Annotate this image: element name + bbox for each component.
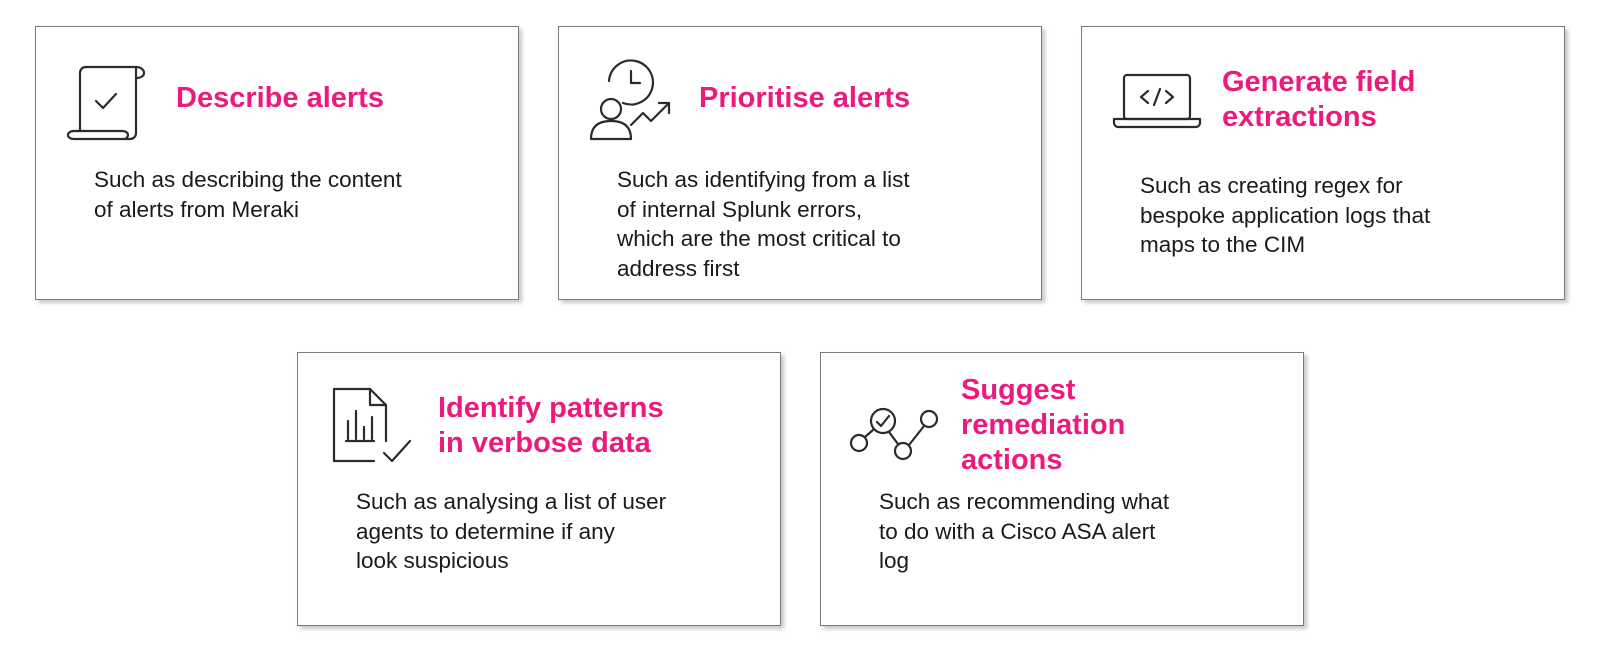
card-description: Such as identifying from a list of inter… [617,167,910,281]
card-title: Identify patterns in verbose data [438,392,664,459]
card-description: Such as analysing a list of user agents … [356,489,667,573]
card-generate-field-extractions: Generate field extractions Such as creat… [1081,26,1565,300]
card-suggest-remediation: Suggest remediation actions Such as reco… [820,352,1304,626]
card-describe-alerts: Describe alerts Such as describing the c… [35,26,519,300]
card-title: Prioritise alerts [699,82,911,114]
node-path-check-icon [849,385,939,473]
card-prioritise-alerts: Prioritise alerts Such as identifying fr… [558,26,1042,300]
document-chart-check-icon [326,385,414,473]
person-clock-trend-icon [587,59,675,147]
card-title: Describe alerts [176,82,384,114]
card-description: Such as recommending what to do with a C… [879,489,1170,573]
scroll-check-icon [64,59,152,147]
card-description: Such as creating regex for bespoke appli… [1140,173,1431,257]
laptop-code-icon [1110,59,1202,147]
card-title: Generate field extractions [1222,66,1416,133]
card-description: Such as describing the content of alerts… [94,167,402,222]
card-identify-patterns: Identify patterns in verbose data Such a… [297,352,781,626]
card-title: Suggest remediation actions [961,374,1126,476]
